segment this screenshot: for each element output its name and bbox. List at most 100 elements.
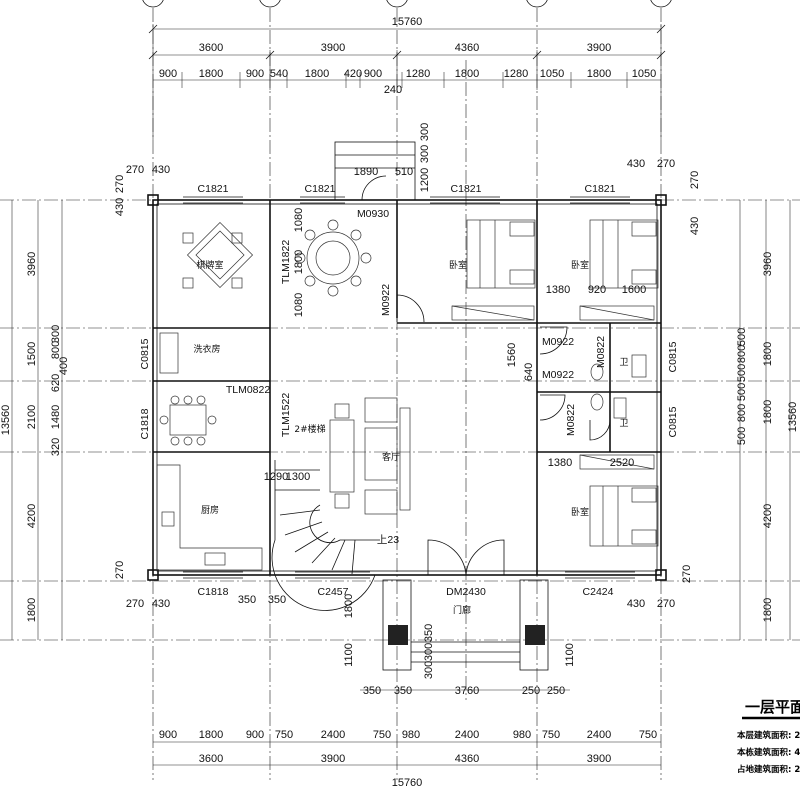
- corner-dim: 270: [114, 561, 126, 579]
- bottom-minor-dim: 750: [542, 729, 560, 741]
- corner-dim: 270: [681, 565, 693, 583]
- sheet-title: 一层平面: [745, 698, 800, 716]
- corner-dim: 270: [126, 164, 144, 176]
- front-door: [427, 539, 505, 576]
- door-label: M0822: [595, 336, 607, 368]
- window-label: C1821: [451, 183, 482, 195]
- top-minor-dim: 900: [364, 68, 382, 80]
- window-label: C2424: [583, 586, 614, 598]
- right-minor-dim: 500: [736, 328, 748, 346]
- window-label: C2457: [318, 586, 349, 598]
- porch-dim: 250: [547, 685, 565, 697]
- top-major-dim: 3600: [199, 42, 223, 54]
- bottom-minor-dim: 980: [513, 729, 531, 741]
- misc-dim: 1080: [293, 293, 305, 317]
- misc-dim: 1800: [343, 594, 355, 618]
- porch-dim: 250: [522, 685, 540, 697]
- top-minor-dim: 1800: [455, 68, 479, 80]
- window-label: C1818: [139, 408, 151, 439]
- top-minor-dim: 1050: [540, 68, 564, 80]
- stair-up-label: 上23: [377, 534, 399, 546]
- top-minor-dim: 540: [270, 68, 288, 80]
- bottom-dimensions: 350 350 3760 250 250 900 1800 900 750 24…: [153, 685, 661, 789]
- top-extra-dim: 240: [384, 84, 402, 96]
- left-minor-dim: 300: [50, 325, 62, 343]
- left-major-dim: 2100: [26, 405, 38, 429]
- window-label: C1821: [585, 183, 616, 195]
- top-minor-dim: 1800: [587, 68, 611, 80]
- spiral-stair: [271, 460, 380, 611]
- left-major-dim: 1800: [26, 598, 38, 622]
- misc-dim: 300: [419, 145, 431, 163]
- porch: [382, 579, 549, 671]
- misc-dim: 350: [423, 624, 435, 642]
- left-minor-dim: 400: [58, 357, 70, 375]
- interior-walls: [153, 200, 661, 575]
- rear-steps: [334, 141, 416, 201]
- door-label: M0930: [357, 208, 389, 220]
- door-label: TLM1822: [280, 240, 292, 285]
- corner-dim: 270: [689, 171, 701, 189]
- misc-dim: 1600: [622, 284, 646, 296]
- misc-dim: 1100: [564, 643, 576, 667]
- door-label: TLM0822: [226, 384, 271, 396]
- right-major-dim: 1800: [762, 342, 774, 366]
- right-minor-dim: 500: [736, 364, 748, 382]
- right-major-dim: 1800: [762, 598, 774, 622]
- corner-dim: 430: [152, 598, 170, 610]
- window-label: C0815: [667, 341, 679, 372]
- misc-dim: 1080: [293, 208, 305, 232]
- bottom-minor-dim: 2400: [587, 729, 611, 741]
- bathroom-fixtures: [590, 354, 647, 419]
- misc-dim: 350: [238, 594, 256, 606]
- bottom-minor-dim: 1800: [199, 729, 223, 741]
- misc-dim: 300: [423, 661, 435, 679]
- bottom-minor-dim: 900: [159, 729, 177, 741]
- top-windows: [183, 196, 635, 579]
- left-total-dim: 13560: [0, 405, 12, 436]
- bottom-minor-dim: 900: [246, 729, 264, 741]
- room-mahjong: 棋牌室: [196, 259, 223, 271]
- title-block: 一层平面 本层建筑面积: 2 本栋建筑面积: 4 占地建筑面积: 2: [737, 698, 800, 775]
- corner-dimensions: 270 430 270 430 430 270 430 270 270 430 …: [114, 158, 701, 610]
- room-bath-2: 卫: [619, 419, 628, 429]
- bottom-major-dim: 3900: [321, 753, 345, 765]
- bottom-minor-dim: 2400: [321, 729, 345, 741]
- misc-dim: 510: [395, 166, 413, 178]
- misc-dim: 1290: [264, 471, 288, 483]
- corner-dim: 270: [114, 175, 126, 193]
- porch-dim: 350: [363, 685, 381, 697]
- top-minor-dim: 1280: [504, 68, 528, 80]
- room-stair: 2#楼梯: [294, 423, 325, 435]
- misc-dim: 1890: [354, 166, 378, 178]
- corner-dim: 270: [126, 598, 144, 610]
- bottom-minor-dim: 750: [373, 729, 391, 741]
- door-label: M0822: [565, 404, 577, 436]
- room-porch: 门廊: [453, 604, 471, 616]
- right-major-dim: 3960: [762, 252, 774, 276]
- left-minor-dim: 620: [50, 374, 62, 392]
- room-bedroom-1: 卧室: [449, 259, 467, 271]
- corner-dim: 430: [689, 217, 701, 235]
- top-minor-dim: 1800: [305, 68, 329, 80]
- porch-dim: 350: [394, 685, 412, 697]
- misc-dim: 1380: [548, 457, 572, 469]
- misc-dim: 640: [523, 363, 535, 381]
- corner-dim: 270: [657, 598, 675, 610]
- top-minor-dim: 1280: [406, 68, 430, 80]
- misc-dim: 300: [419, 123, 431, 141]
- door-label: DM2430: [446, 586, 486, 598]
- right-minor-dim: 800: [736, 345, 748, 363]
- top-dimensions: 15760 3600 3900 4360 3900 900 1800 900 5…: [148, 16, 666, 140]
- right-total-dim: 13560: [787, 402, 799, 433]
- left-major-dim: 1500: [26, 342, 38, 366]
- misc-dim: 1100: [343, 643, 355, 667]
- top-minor-dim: 420: [344, 68, 362, 80]
- misc-dim: 1560: [506, 343, 518, 367]
- round-table-icon: [294, 219, 372, 297]
- door-label: M0922: [542, 336, 574, 348]
- right-minor-dim: 500: [736, 383, 748, 401]
- window-label: C1821: [198, 183, 229, 195]
- top-minor-dim: 900: [246, 68, 264, 80]
